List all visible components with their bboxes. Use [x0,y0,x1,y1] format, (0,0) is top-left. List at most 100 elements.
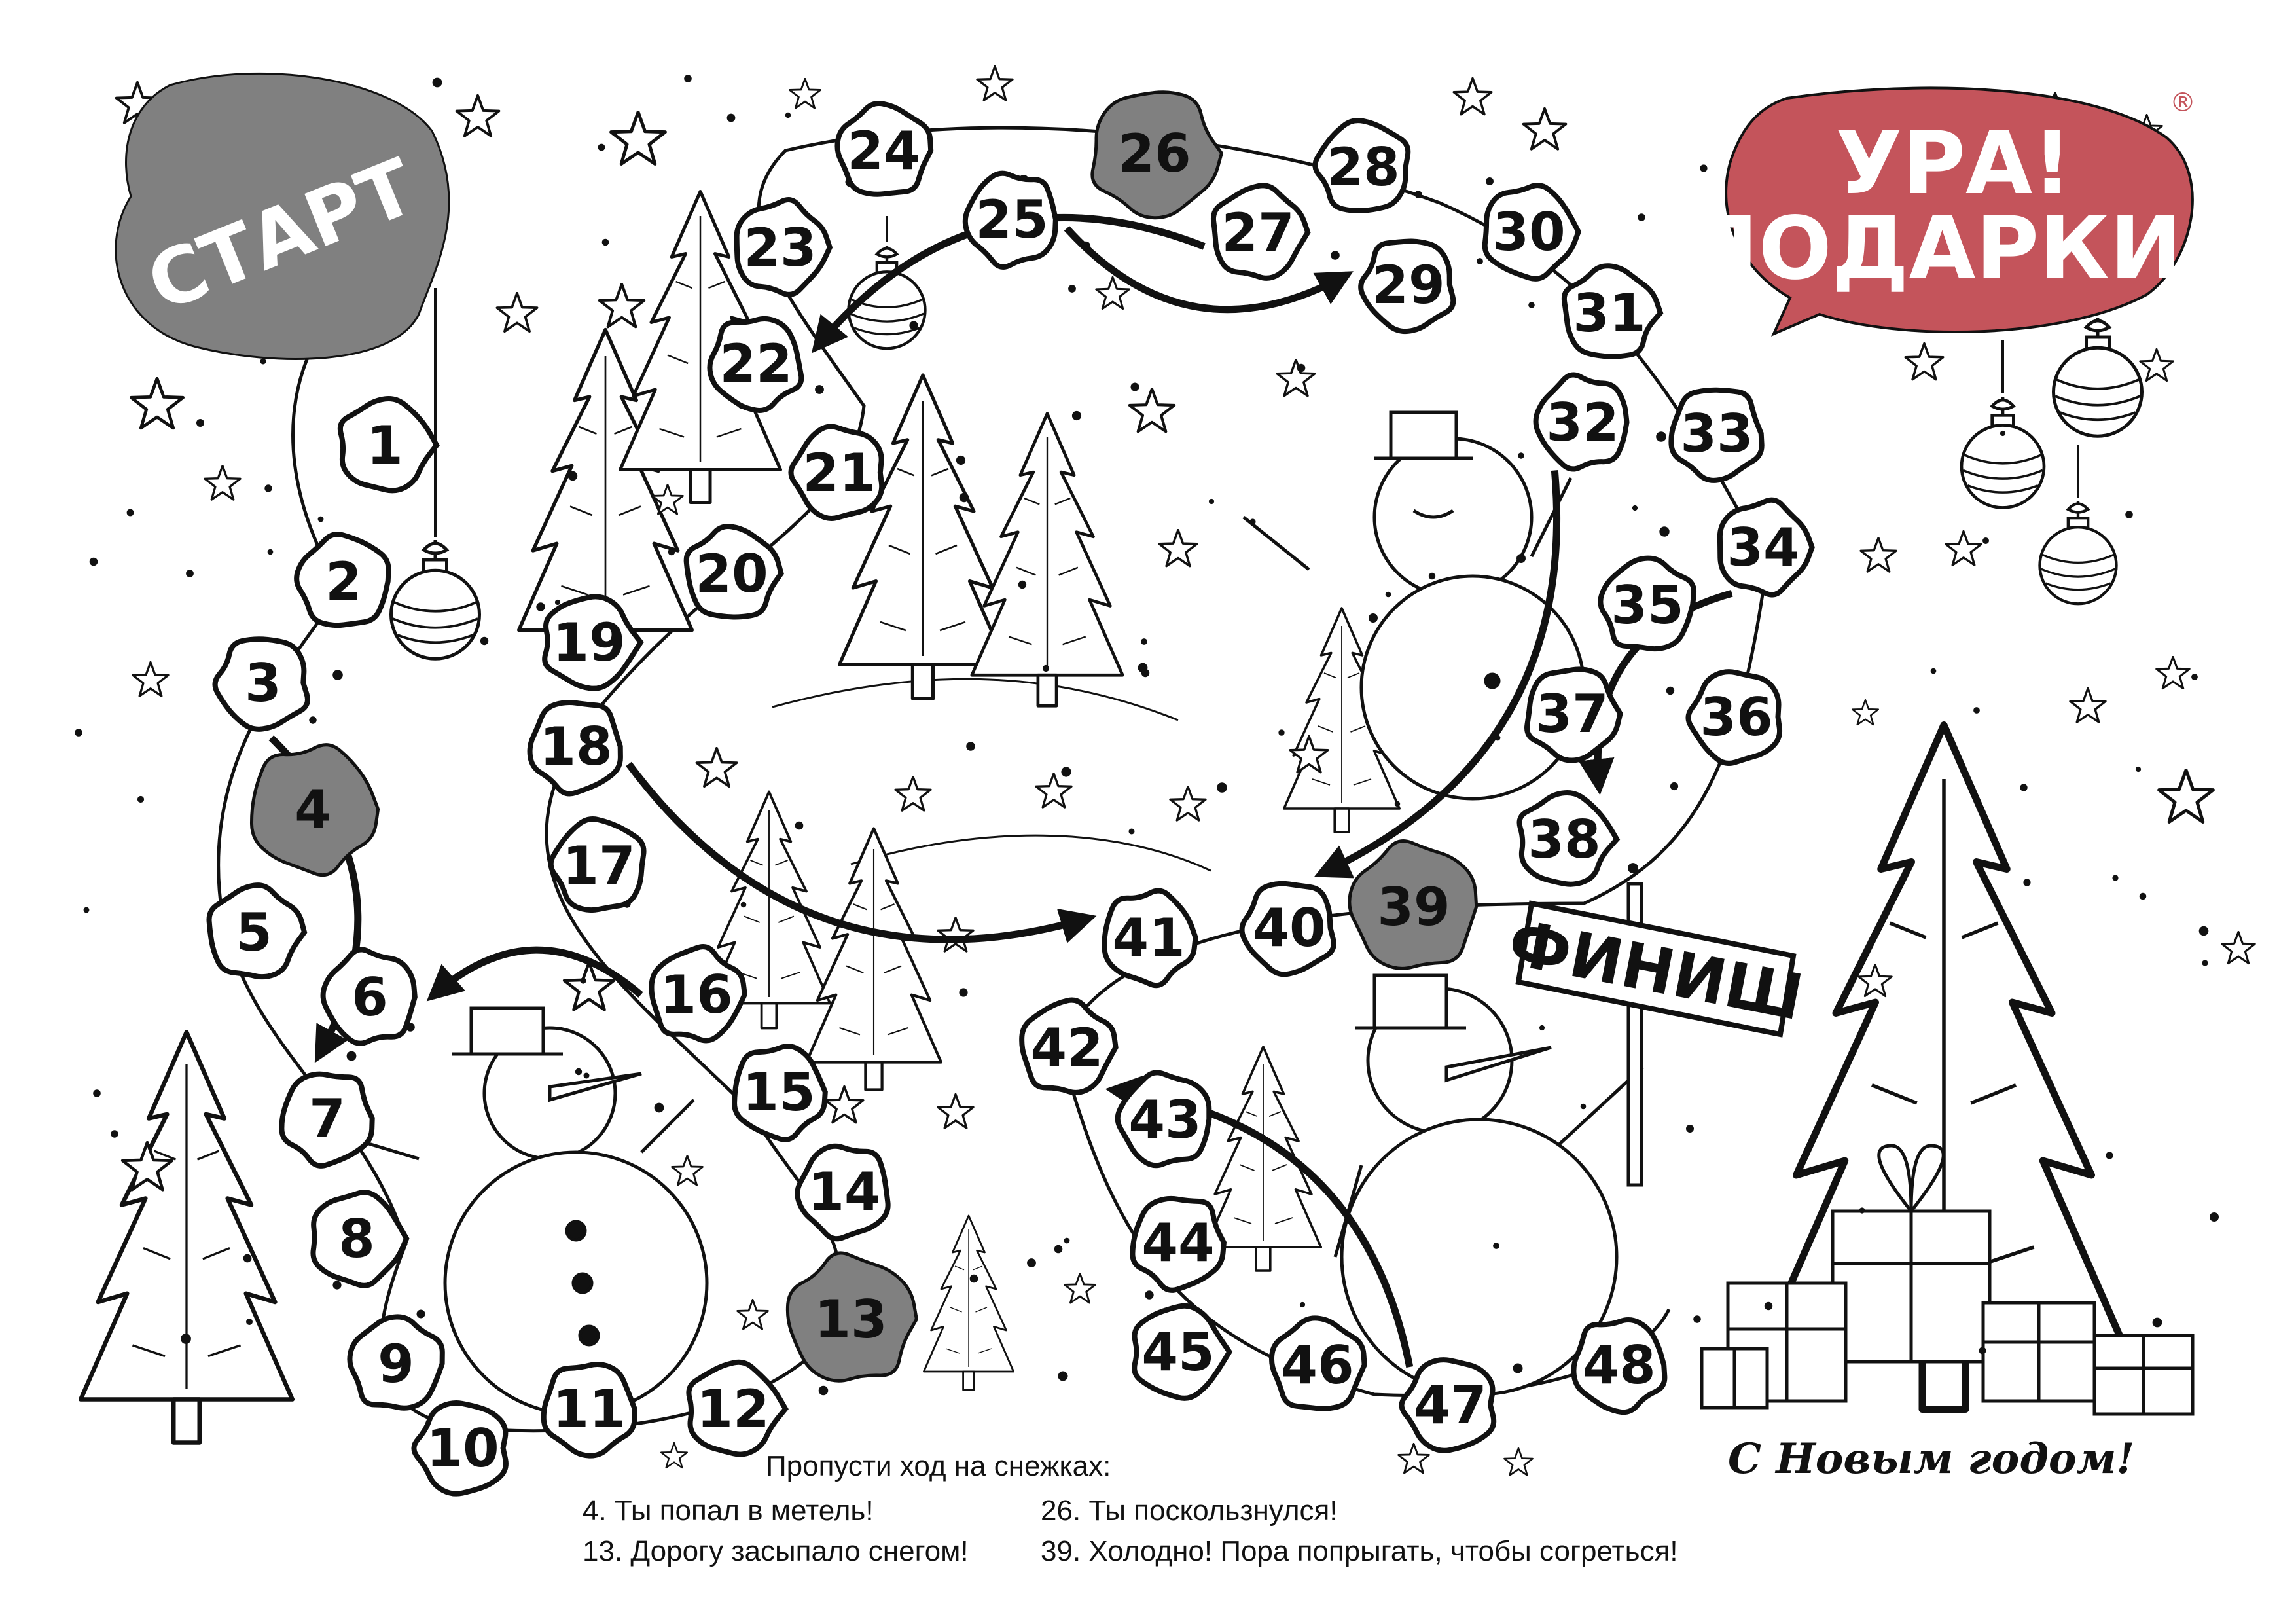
snowflake-dot-icon [1930,668,1937,674]
board-cell-45[interactable]: 45 [1132,1303,1233,1401]
board-cell-5[interactable]: 5 [206,882,308,980]
board-cell-8[interactable]: 8 [310,1190,410,1288]
board-cell-25[interactable]: 25 [962,170,1058,270]
cell-number: 23 [744,217,816,278]
snowflake-dot-icon [554,599,561,606]
board-cell-17[interactable]: 17 [548,816,647,913]
board-cell-36[interactable]: 36 [1685,669,1783,766]
board-cell-19[interactable]: 19 [542,594,644,691]
snowflake-dot-icon [186,570,194,577]
snowflake-dot-icon [1859,1207,1865,1214]
board-cell-29[interactable]: 29 [1358,238,1456,335]
snowball-cell-shape [834,101,934,197]
star-icon [2221,931,2256,965]
board-cell-31[interactable]: 31 [1561,263,1664,359]
board-cell-27[interactable]: 27 [1210,183,1311,281]
board-cell-41[interactable]: 41 [1102,888,1198,989]
board-cell-39[interactable]: 39 [1348,839,1479,970]
board-cell-9[interactable]: 9 [347,1314,445,1411]
board-cell-4[interactable]: 4 [249,743,380,877]
board-cell-16[interactable]: 16 [649,944,747,1044]
snowflake-dot-icon [575,1068,583,1076]
board-cell-13[interactable]: 13 [785,1251,919,1383]
snowflake-dot-icon [959,492,969,503]
snowflake-dot-icon [2112,875,2119,881]
snowflake-dot-icon [332,1281,342,1290]
snowflake-dot-icon [1493,1243,1499,1249]
snowflake-dot-icon [126,509,134,517]
snowflake-dot-icon [432,77,442,88]
snowball-cell-shape [1132,1303,1233,1401]
board-cell-33[interactable]: 33 [1668,387,1765,483]
cell-number: 46 [1281,1335,1354,1396]
start-blob[interactable]: СТАРТ [115,72,450,360]
star-icon [1945,530,1982,566]
snowball-cell-shape [649,944,747,1044]
star-icon [671,1155,704,1186]
board-cell-14[interactable]: 14 [795,1143,891,1242]
board-cell-35[interactable]: 35 [1598,555,1697,652]
board-cell-1[interactable]: 1 [337,395,440,494]
snowball-cell-shape [1210,183,1311,281]
snowflake-dot-icon [1217,782,1227,793]
board-cell-12[interactable]: 12 [686,1359,789,1457]
rule-item: 4. Ты попал в метель! [583,1495,874,1527]
board-cell-6[interactable]: 6 [320,947,418,1046]
star-icon [2155,656,2191,690]
board-cell-28[interactable]: 28 [1312,118,1411,214]
board-cell-46[interactable]: 46 [1268,1315,1367,1411]
board-cell-2[interactable]: 2 [294,532,391,628]
snowflake-dot-icon [1141,638,1147,645]
board-cell-30[interactable]: 30 [1482,183,1582,282]
board-cell-3[interactable]: 3 [212,636,310,732]
gift-boxes [1700,1144,2195,1416]
snowflake-dot-icon [1369,613,1378,623]
snowball-cell-shape [294,532,391,628]
snowflake-dot-icon [2135,766,2142,773]
cell-number: 47 [1414,1375,1486,1436]
board-cell-23[interactable]: 23 [734,197,833,297]
board-cell-44[interactable]: 44 [1130,1195,1227,1293]
board-cell-47[interactable]: 47 [1399,1357,1497,1453]
board-cell-15[interactable]: 15 [732,1044,828,1142]
board-cell-11[interactable]: 11 [541,1362,637,1459]
cell-number: 27 [1221,202,1294,263]
board-cell-18[interactable]: 18 [527,700,623,797]
board-cell-43[interactable]: 43 [1115,1070,1212,1169]
snowflake-dot-icon [309,716,317,724]
board-cell-24[interactable]: 24 [834,101,934,197]
rules-column-left: 4. Ты попал в метель! 13. Дорогу засыпал… [583,1491,969,1572]
board-cell-34[interactable]: 34 [1717,497,1815,598]
snowflake-dot-icon [2152,1317,2162,1328]
snowflake-dot-icon [1208,498,1215,505]
cell-number: 19 [552,612,625,673]
snowflake-dot-icon [480,636,489,646]
snowball-cell-shape [310,1190,410,1288]
cell-number: 43 [1128,1089,1201,1150]
board-cell-10[interactable]: 10 [411,1400,509,1497]
snowflake-dot-icon [1299,1301,1306,1308]
snowflake-dot-icon [332,670,343,680]
board-cell-42[interactable]: 42 [1019,997,1119,1095]
board-cell-37[interactable]: 37 [1524,666,1623,763]
snowflake-dot-icon [1061,767,1071,777]
star-icon [695,747,738,788]
snowball-cell-shape [1019,997,1119,1095]
board-cell-7[interactable]: 7 [279,1071,375,1169]
board-cell-26[interactable]: 26 [1090,90,1224,220]
snowman-icon [1242,410,1586,801]
snowflake-dot-icon [2023,879,2031,886]
board-cell-38[interactable]: 38 [1516,790,1621,887]
board-cell-48[interactable]: 48 [1571,1317,1668,1415]
board-cell-32[interactable]: 32 [1533,372,1630,472]
snowball-cell-shape [1668,387,1765,483]
snowflake-dot-icon [243,1254,252,1263]
cell-number: 38 [1528,809,1600,870]
star-icon [894,776,932,812]
board-cell-21[interactable]: 21 [788,424,885,521]
snowflake-dot-icon [815,385,824,394]
board-cell-40[interactable]: 40 [1239,881,1336,977]
board-cell-20[interactable]: 20 [683,524,784,620]
star-icon [1452,77,1493,116]
board-cell-22[interactable]: 22 [707,316,804,413]
